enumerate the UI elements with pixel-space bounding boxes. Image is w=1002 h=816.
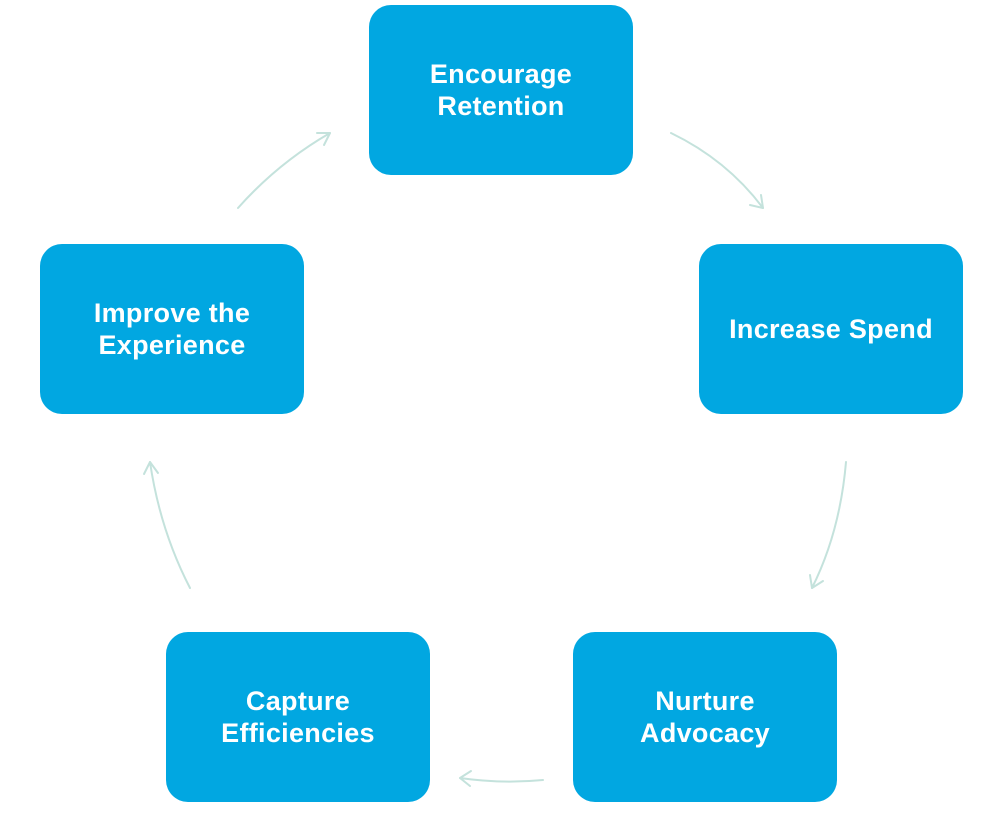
node-label: Nurture Advocacy [640,686,770,748]
arrow-advocacy-to-efficiencies [459,770,544,787]
node-label: Capture Efficiencies [221,686,375,748]
node-encourage-retention: Encourage Retention [369,5,633,175]
arrow-spend-to-advocacy [809,461,847,589]
node-label: Increase Spend [729,314,933,344]
node-nurture-advocacy: Nurture Advocacy [573,632,837,802]
arrow-efficiencies-to-experience [143,461,191,589]
node-label: Improve the Experience [93,298,251,360]
node-increase-spend: Increase Spend [699,244,963,414]
node-improve-experience: Improve the Experience [40,244,304,414]
node-capture-efficiencies: Capture Efficiencies [166,632,430,802]
arrow-retention-to-spend [670,132,764,209]
node-label: Encourage Retention [429,59,573,121]
arrow-experience-to-retention [237,132,331,209]
